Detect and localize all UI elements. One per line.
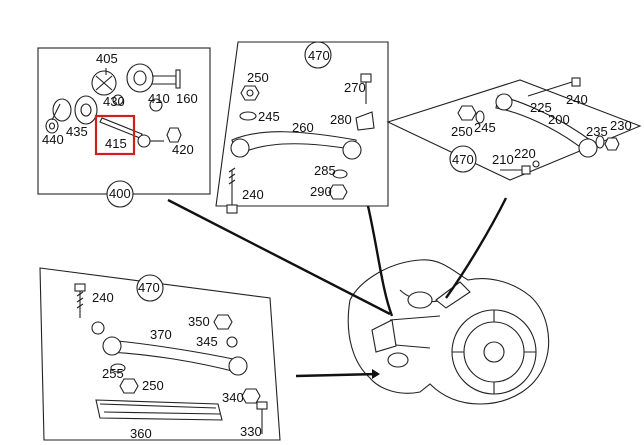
callout-400: 400 [109, 186, 131, 201]
callout-280: 280 [330, 112, 352, 127]
callout-270: 270 [344, 80, 366, 95]
panel-400 [37, 47, 211, 208]
callout-220: 220 [514, 146, 536, 161]
callout-250-lower: 250 [142, 378, 164, 393]
callout-250-upper: 250 [247, 70, 269, 85]
callout-250-right: 250 [451, 124, 473, 139]
callout-360: 360 [130, 426, 152, 441]
callout-415: 415 [105, 136, 127, 151]
callout-230: 230 [610, 118, 632, 133]
callout-470-upper: 470 [308, 48, 330, 63]
callout-160: 160 [176, 91, 198, 106]
callout-440: 440 [42, 132, 64, 147]
callout-410: 410 [148, 91, 170, 106]
rear-axle-hub-assembly [347, 259, 550, 405]
callout-330: 330 [240, 424, 262, 439]
panel-470-right [386, 77, 642, 181]
callout-245-upper: 245 [258, 109, 280, 124]
callout-405: 405 [96, 51, 118, 66]
callout-200: 200 [548, 112, 570, 127]
leader-lines [167, 197, 508, 379]
callout-circle-400 [106, 180, 134, 208]
callout-470-lower: 470 [138, 280, 160, 295]
callout-255: 255 [102, 366, 124, 381]
callout-345: 345 [196, 334, 218, 349]
callout-435: 435 [66, 124, 88, 139]
callout-470-right: 470 [452, 152, 474, 167]
callout-240-right: 240 [566, 92, 588, 107]
callout-235: 235 [586, 124, 608, 139]
callout-225: 225 [530, 100, 552, 115]
callout-245-right: 245 [474, 120, 496, 135]
callout-430: 430 [103, 94, 125, 109]
callout-210: 210 [492, 152, 514, 167]
panel-470-lower [39, 267, 281, 441]
callout-340: 340 [222, 390, 244, 405]
callout-420: 420 [172, 142, 194, 157]
callout-370: 370 [150, 327, 172, 342]
callout-285: 285 [314, 163, 336, 178]
callout-240-lower: 240 [92, 290, 114, 305]
highlight-box-415 [94, 114, 136, 156]
panel-470-upper [215, 41, 389, 214]
callout-260: 260 [292, 120, 314, 135]
callout-290: 290 [310, 184, 332, 199]
callout-350: 350 [188, 314, 210, 329]
callout-240-upper: 240 [242, 187, 264, 202]
